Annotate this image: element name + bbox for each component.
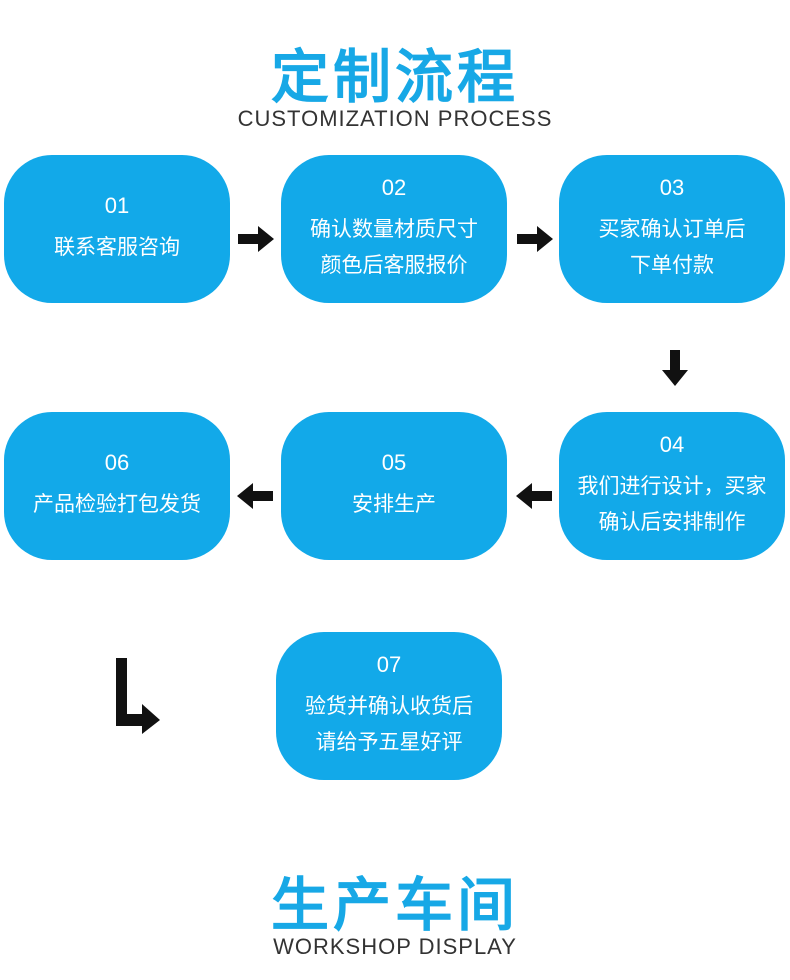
step-number: 04 bbox=[659, 432, 685, 457]
step-number: 03 bbox=[659, 175, 685, 200]
step-number: 01 bbox=[104, 193, 130, 218]
step-05: 05 安排生产 bbox=[281, 412, 507, 560]
page-subtitle: CUSTOMIZATION PROCESS bbox=[237, 106, 553, 131]
step-07: 07 验货并确认收货后 请给予五星好评 bbox=[276, 632, 502, 780]
step-number: 05 bbox=[381, 450, 407, 475]
step-text: 联系客服咨询 bbox=[54, 235, 180, 259]
page-title: 定制流程 bbox=[270, 43, 519, 111]
step-06: 06 产品检验打包发货 bbox=[4, 412, 230, 560]
arrow-down-right-icon bbox=[116, 658, 160, 734]
step-text: 验货并确认收货后 请给予五星好评 bbox=[305, 694, 473, 754]
section-title: 生产车间 bbox=[270, 871, 519, 939]
section-subtitle: WORKSHOP DISPLAY bbox=[273, 934, 517, 959]
arrow-left-icon bbox=[237, 483, 273, 509]
step-number: 02 bbox=[381, 175, 407, 200]
step-01: 01 联系客服咨询 bbox=[4, 155, 230, 303]
step-text: 安排生产 bbox=[352, 492, 436, 516]
step-text: 买家确认订单后 下单付款 bbox=[598, 217, 746, 277]
step-text: 我们进行设计，买家 确认后安排制作 bbox=[577, 474, 767, 534]
arrow-right-icon bbox=[517, 226, 553, 252]
arrow-down-icon bbox=[662, 350, 688, 386]
step-text: 产品检验打包发货 bbox=[33, 492, 201, 516]
step-03: 03 买家确认订单后 下单付款 bbox=[559, 155, 785, 303]
step-02: 02 确认数量材质尺寸 颜色后客服报价 bbox=[281, 155, 507, 303]
step-number: 06 bbox=[104, 450, 130, 475]
arrow-left-icon bbox=[516, 483, 552, 509]
step-number: 07 bbox=[376, 652, 402, 677]
step-text: 确认数量材质尺寸 颜色后客服报价 bbox=[310, 217, 478, 277]
arrow-right-icon bbox=[238, 226, 274, 252]
step-04: 04 我们进行设计，买家 确认后安排制作 bbox=[559, 412, 785, 560]
